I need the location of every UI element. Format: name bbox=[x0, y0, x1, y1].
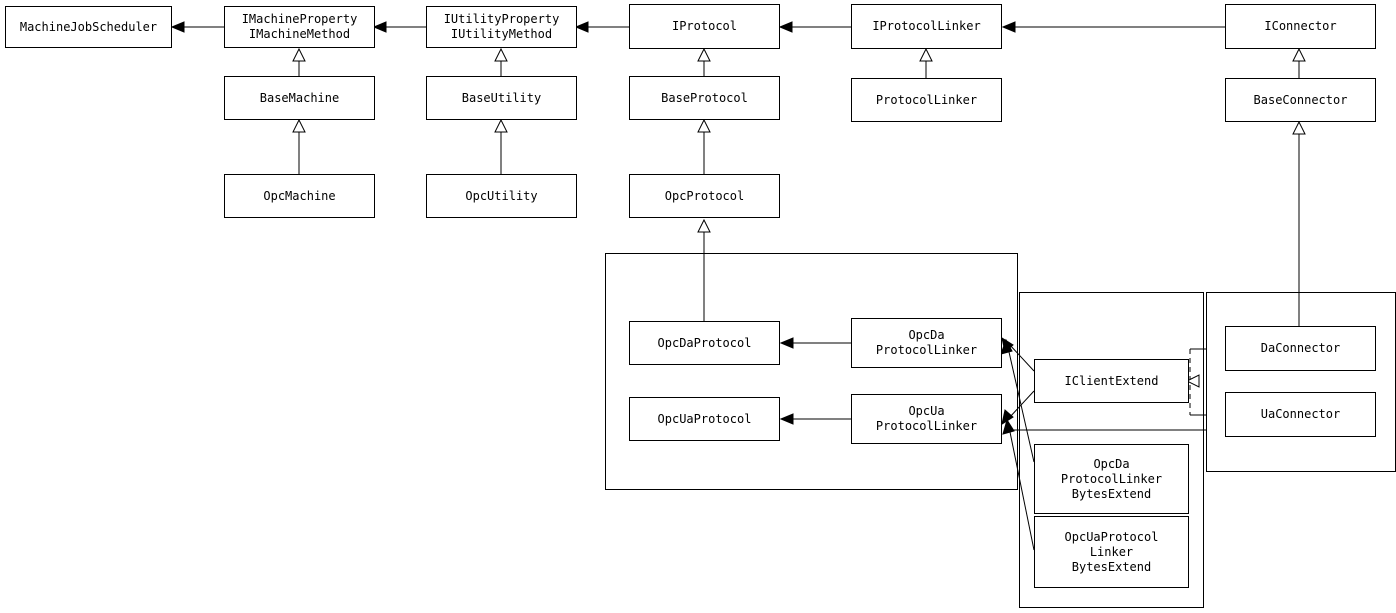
node-opc-utility[interactable]: OpcUtility bbox=[426, 174, 577, 218]
group-box-connector bbox=[1206, 292, 1396, 472]
node-base-protocol[interactable]: BaseProtocol bbox=[629, 76, 780, 120]
group-box-protocol bbox=[605, 253, 1018, 490]
node-protocol-linker[interactable]: ProtocolLinker bbox=[851, 78, 1002, 122]
node-opc-ua-protocol-linker-bytes-extend[interactable]: OpcUaProtocol Linker BytesExtend bbox=[1034, 516, 1189, 588]
node-iconnector[interactable]: IConnector bbox=[1225, 4, 1376, 49]
node-base-utility[interactable]: BaseUtility bbox=[426, 76, 577, 120]
node-opc-da-protocol[interactable]: OpcDaProtocol bbox=[629, 321, 780, 365]
node-opc-da-protocol-linker[interactable]: OpcDa ProtocolLinker bbox=[851, 318, 1002, 368]
node-imachine-property-method[interactable]: IMachineProperty IMachineMethod bbox=[224, 6, 375, 48]
node-opc-ua-protocol[interactable]: OpcUaProtocol bbox=[629, 397, 780, 441]
node-opc-ua-protocol-linker[interactable]: OpcUa ProtocolLinker bbox=[851, 394, 1002, 444]
node-ua-connector[interactable]: UaConnector bbox=[1225, 392, 1376, 437]
node-machine-job-scheduler[interactable]: MachineJobScheduler bbox=[5, 6, 172, 48]
node-opc-machine[interactable]: OpcMachine bbox=[224, 174, 375, 218]
node-iprotocol-linker[interactable]: IProtocolLinker bbox=[851, 4, 1002, 49]
node-iprotocol[interactable]: IProtocol bbox=[629, 4, 780, 49]
node-iclient-extend[interactable]: IClientExtend bbox=[1034, 359, 1189, 403]
node-opc-da-protocol-linker-bytes-extend[interactable]: OpcDa ProtocolLinker BytesExtend bbox=[1034, 444, 1189, 514]
node-opc-protocol[interactable]: OpcProtocol bbox=[629, 174, 780, 218]
node-da-connector[interactable]: DaConnector bbox=[1225, 326, 1376, 371]
node-base-connector[interactable]: BaseConnector bbox=[1225, 78, 1376, 122]
node-iutility-property-method[interactable]: IUtilityProperty IUtilityMethod bbox=[426, 6, 577, 48]
node-base-machine[interactable]: BaseMachine bbox=[224, 76, 375, 120]
